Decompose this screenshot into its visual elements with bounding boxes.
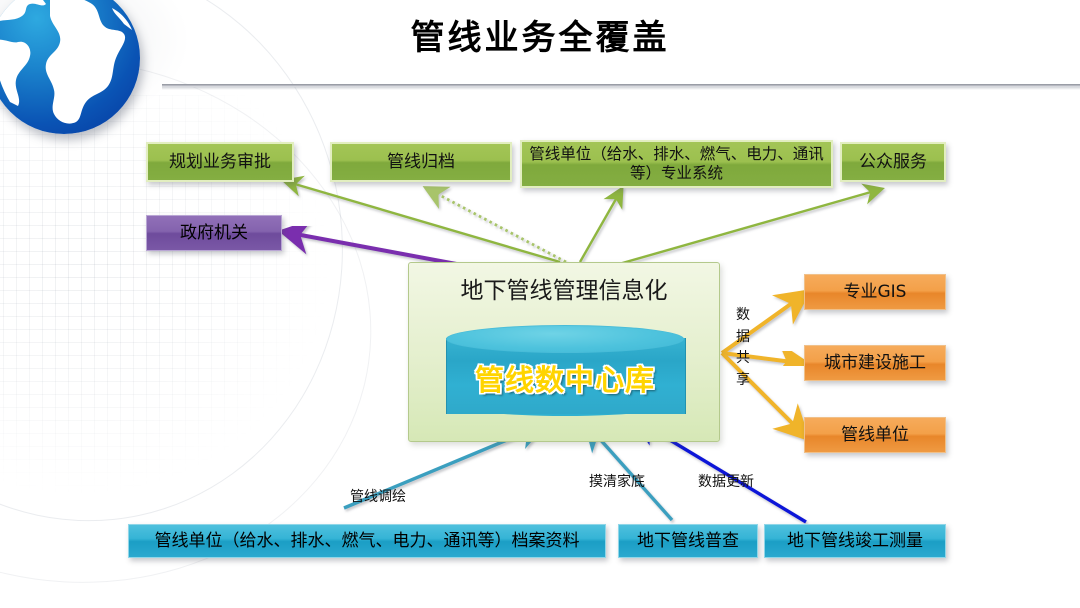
caption-clarify-baseline: 摸清家底 xyxy=(589,474,645,490)
slide-title: 管线业务全覆盖 xyxy=(410,18,670,58)
box-professional-gis[interactable]: 专业GIS xyxy=(804,274,946,310)
data-sharing-label: 数 据 共 享 xyxy=(733,305,753,392)
box-government[interactable]: 政府机关 xyxy=(146,215,282,251)
arrow-to-pipeline-unit-systems xyxy=(578,185,624,263)
box-underground-survey[interactable]: 地下管线普查 xyxy=(618,524,758,558)
database-cylinder-icon[interactable]: 管线数中心库 xyxy=(446,325,686,427)
title-divider xyxy=(162,84,1080,90)
box-pipeline-archiving[interactable]: 管线归档 xyxy=(330,142,512,182)
box-pipeline-unit-systems-label: 管线单位（给水、排水、燃气、电力、通讯等）专业系统 xyxy=(529,145,824,182)
box-planning-approval[interactable]: 规划业务审批 xyxy=(146,142,294,182)
box-underground-survey-label: 地下管线普查 xyxy=(637,530,739,551)
share-char-1: 据 xyxy=(736,328,750,345)
box-pipeline-unit-label: 管线单位 xyxy=(841,424,909,445)
box-pipeline-unit[interactable]: 管线单位 xyxy=(804,417,946,453)
share-char-3: 享 xyxy=(736,372,750,389)
box-underground-as-built[interactable]: 地下管线竣工测量 xyxy=(764,524,946,558)
share-char-0: 数 xyxy=(736,307,750,323)
database-label: 管线数中心库 xyxy=(474,363,655,397)
globe-icon xyxy=(0,0,140,134)
box-underground-as-built-label: 地下管线竣工测量 xyxy=(787,530,923,551)
share-char-2: 共 xyxy=(736,350,750,367)
arrow-to-public-service xyxy=(611,183,885,268)
box-government-label: 政府机关 xyxy=(180,222,248,243)
caption-data-update: 数据更新 xyxy=(698,474,754,490)
arrow-to-pipeline-archiving xyxy=(422,186,567,264)
box-pipeline-unit-archives-label: 管线单位（给水、排水、燃气、电力、通讯等）档案资料 xyxy=(154,530,580,551)
cylinder-top xyxy=(446,325,684,353)
box-pipeline-unit-systems[interactable]: 管线单位（给水、排水、燃气、电力、通讯等）专业系统 xyxy=(520,140,833,188)
box-pipeline-unit-archives[interactable]: 管线单位（给水、排水、燃气、电力、通讯等）档案资料 xyxy=(128,524,606,558)
center-panel-title: 地下管线管理信息化 xyxy=(460,278,668,304)
arrow-to-planning-approval xyxy=(281,175,561,264)
box-urban-construction[interactable]: 城市建设施工 xyxy=(804,345,946,381)
box-public-service-label: 公众服务 xyxy=(859,151,927,172)
caption-pipeline-mapping: 管线调绘 xyxy=(350,489,406,505)
box-planning-approval-label: 规划业务审批 xyxy=(169,151,271,172)
box-professional-gis-label: 专业GIS xyxy=(843,281,907,302)
box-urban-construction-label: 城市建设施工 xyxy=(824,352,926,373)
box-public-service[interactable]: 公众服务 xyxy=(840,142,946,182)
box-pipeline-archiving-label: 管线归档 xyxy=(387,151,455,172)
